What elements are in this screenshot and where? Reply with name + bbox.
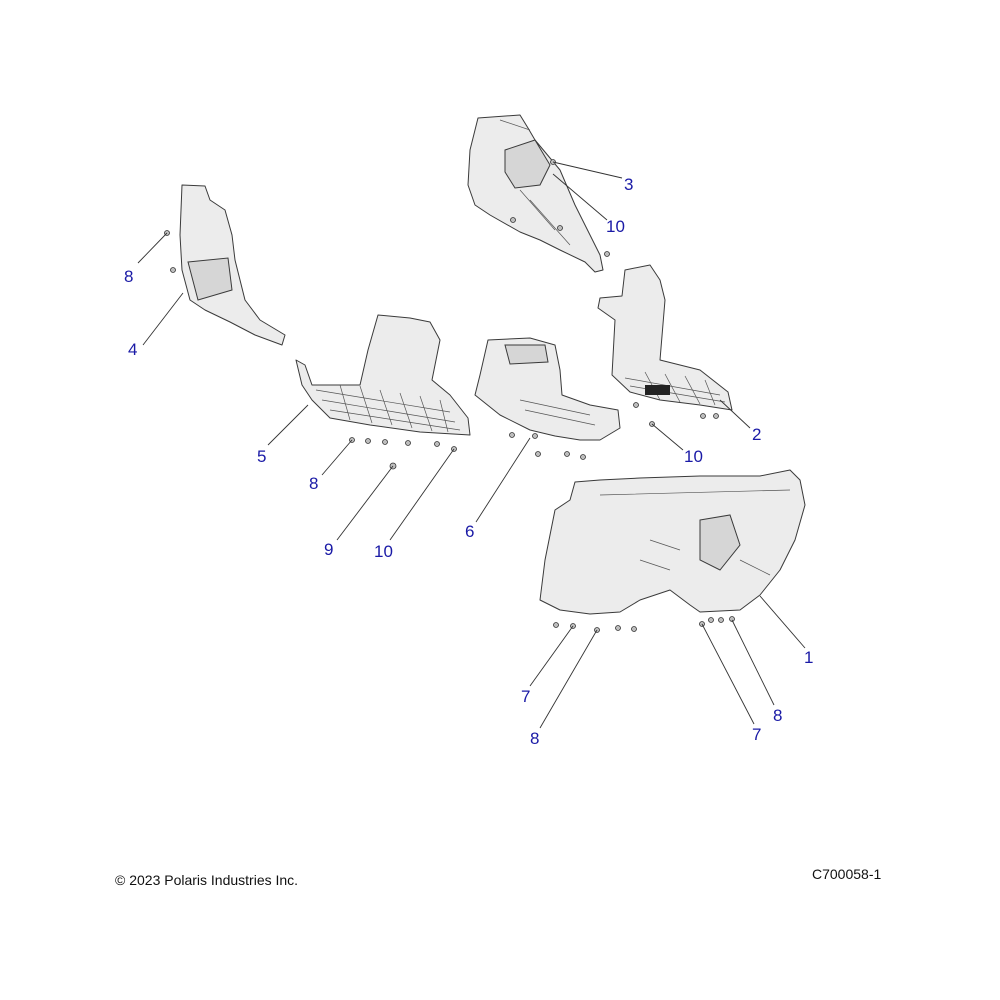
part-5-left-floor [295,314,471,436]
part-3-rear-side-panel [467,114,604,273]
callout-2: 2 [752,425,761,444]
part-6-center-console [474,337,621,441]
part-1-front-floor-firewall [539,469,806,615]
drawing-number: C700058-1 [812,866,882,882]
callout-10: 10 [606,217,625,236]
fasteners [164,159,735,633]
copyright-text: © 2023 Polaris Industries Inc. [115,872,299,888]
callout-5: 5 [257,447,266,466]
callout-1: 1 [804,648,813,667]
callout-8: 8 [773,706,782,725]
part-4-left-side-panel [179,184,286,346]
part-2-rear-floor-panel [597,264,733,411]
callout-3: 3 [624,175,633,194]
callout-labels: 3 10 8 4 2 10 5 8 6 9 10 1 7 8 8 7 [124,175,813,748]
callout-8: 8 [124,267,133,286]
callout-7: 7 [752,725,761,744]
callout-7: 7 [521,687,530,706]
callout-9: 9 [324,540,333,559]
callout-4: 4 [128,340,137,359]
callout-8: 8 [309,474,318,493]
callout-10: 10 [374,542,393,561]
callout-6: 6 [465,522,474,541]
callout-10: 10 [684,447,703,466]
leader-lines [137,161,806,729]
callout-8: 8 [530,729,539,748]
